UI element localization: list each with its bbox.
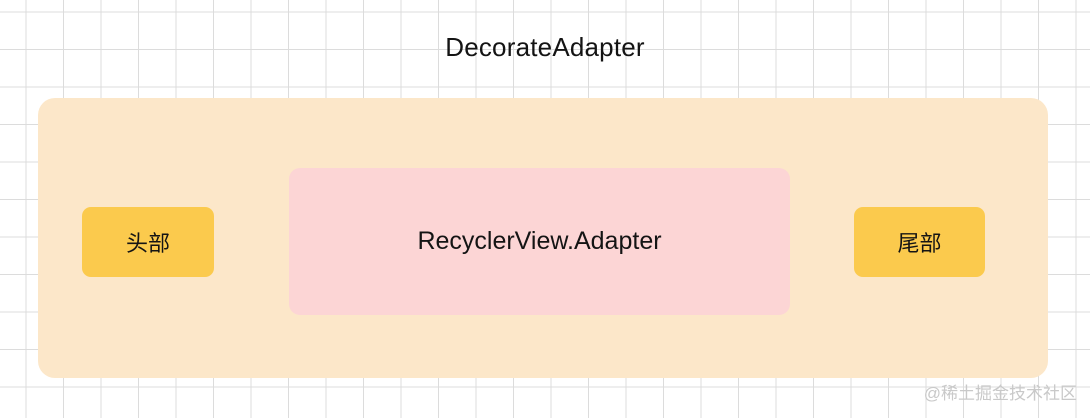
node-footer-label: 尾部 (897, 231, 942, 256)
node-header: 头部 (82, 207, 214, 277)
page-title: DecorateAdapter (445, 32, 645, 62)
watermark: @稀土掘金技术社区 (923, 384, 1077, 403)
node-footer: 尾部 (854, 207, 985, 277)
node-header-label: 头部 (125, 231, 170, 256)
node-recyclerview-adapter-label: RecyclerView.Adapter (417, 227, 662, 255)
node-recyclerview-adapter: RecyclerView.Adapter (289, 168, 790, 315)
decorate-adapter-container: 头部 RecyclerView.Adapter 尾部 (38, 98, 1048, 378)
